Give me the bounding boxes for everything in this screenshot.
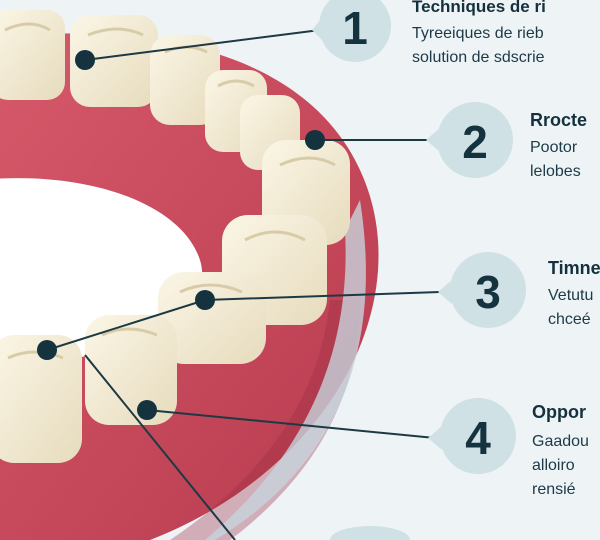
tooth bbox=[70, 15, 158, 107]
callout-number-4: 4 bbox=[465, 412, 491, 464]
tooth bbox=[85, 315, 177, 425]
leader-line-4 bbox=[146, 409, 436, 439]
callout-badge-2: 2 bbox=[426, 102, 513, 178]
callout-number-2: 2 bbox=[462, 116, 488, 168]
callout-text-2: Rrocte Pootor lelobes bbox=[530, 110, 587, 180]
callout-title-2: Rrocte bbox=[530, 110, 587, 130]
marker-dot bbox=[305, 130, 325, 150]
callout-line: Vetutu bbox=[548, 287, 593, 304]
callout-title-3: Timne bbox=[548, 258, 600, 278]
callout-line: chceé bbox=[548, 311, 591, 328]
callout-line: Gaadou bbox=[532, 433, 589, 450]
callout-text-4: Oppor Gaadou alloiro rensié bbox=[532, 402, 589, 498]
callout-title-1: Techniques de ri bbox=[412, 0, 546, 16]
callout-text-3: Timne Vetutu chceé bbox=[548, 258, 600, 328]
marker-dot bbox=[75, 50, 95, 70]
tooth bbox=[0, 10, 65, 100]
callout-line: solution de sdscrie bbox=[412, 49, 545, 66]
callout-badge-4: 4 bbox=[428, 398, 516, 474]
leader-line-1 bbox=[84, 29, 321, 61]
marker-dots bbox=[37, 50, 325, 420]
callout-line: Pootor bbox=[530, 139, 578, 156]
callout-text-1: Techniques de ri Tyreeiques de rieb solu… bbox=[412, 0, 546, 66]
marker-dot bbox=[37, 340, 57, 360]
marker-dot bbox=[137, 400, 157, 420]
leader-line-extra bbox=[84, 354, 236, 540]
callout-line: alloiro bbox=[532, 457, 575, 474]
callout-badge-1: 1 bbox=[312, 0, 391, 62]
marker-dot bbox=[195, 290, 215, 310]
callout-line: rensié bbox=[532, 481, 576, 498]
callout-title-4: Oppor bbox=[532, 402, 586, 422]
callout-badge-partial bbox=[330, 526, 410, 540]
tooth bbox=[158, 272, 266, 364]
callout-line: lelobes bbox=[530, 163, 581, 180]
callout-line: Tyreeiques de rieb bbox=[412, 25, 544, 42]
callout-badge-3: 3 bbox=[438, 252, 526, 328]
tooth bbox=[0, 335, 82, 463]
callout-number-3: 3 bbox=[475, 266, 501, 318]
callout-number-1: 1 bbox=[342, 2, 368, 54]
